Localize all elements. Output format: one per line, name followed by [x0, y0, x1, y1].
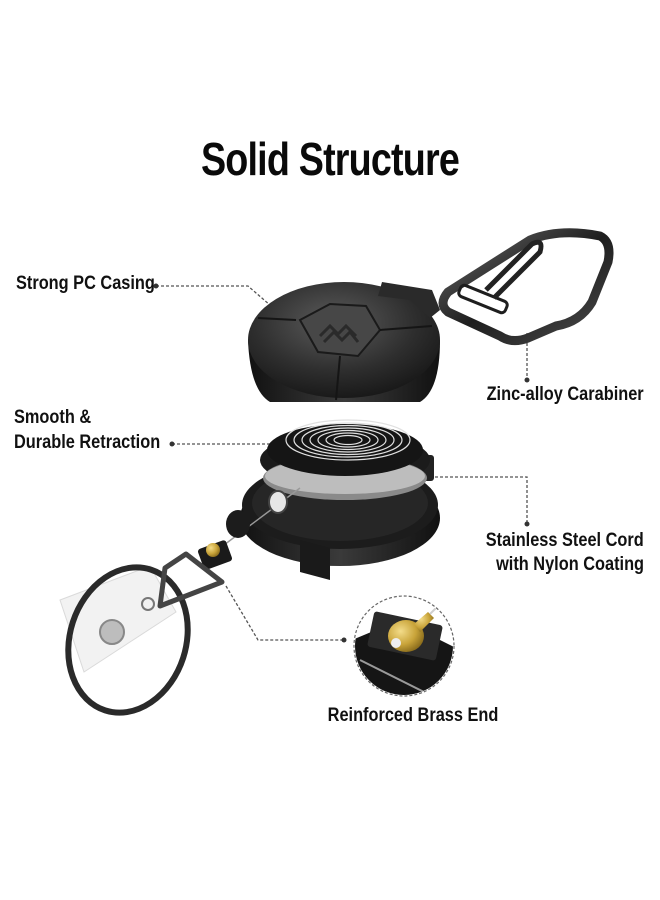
leader-cord [405, 476, 528, 524]
page-title: Solid Structure [200, 133, 460, 185]
brass-end-detail [353, 595, 455, 697]
callout-cord-line2: with Nylon Coating [496, 554, 644, 575]
callout-brass-end: Reinforced Brass End [327, 705, 499, 726]
cord-assembly [197, 487, 301, 570]
pc-casing [248, 282, 440, 402]
callout-casing: Strong PC Casing [16, 273, 155, 294]
callout-retraction-line2: Durable Retraction [14, 432, 161, 453]
callout-carabiner: Zinc-alloy Carabiner [486, 384, 644, 405]
leader-brass [225, 585, 342, 641]
callout-cord-line1: Stainless Steel Cord [485, 530, 644, 551]
key-ring-assembly [59, 551, 225, 716]
callout-retraction-line1: Smooth & [14, 407, 92, 428]
leader-dots [153, 283, 530, 643]
spring-coil [260, 419, 430, 500]
carabiner [438, 228, 614, 346]
logo-icon [318, 323, 360, 344]
leader-casing [156, 285, 279, 313]
